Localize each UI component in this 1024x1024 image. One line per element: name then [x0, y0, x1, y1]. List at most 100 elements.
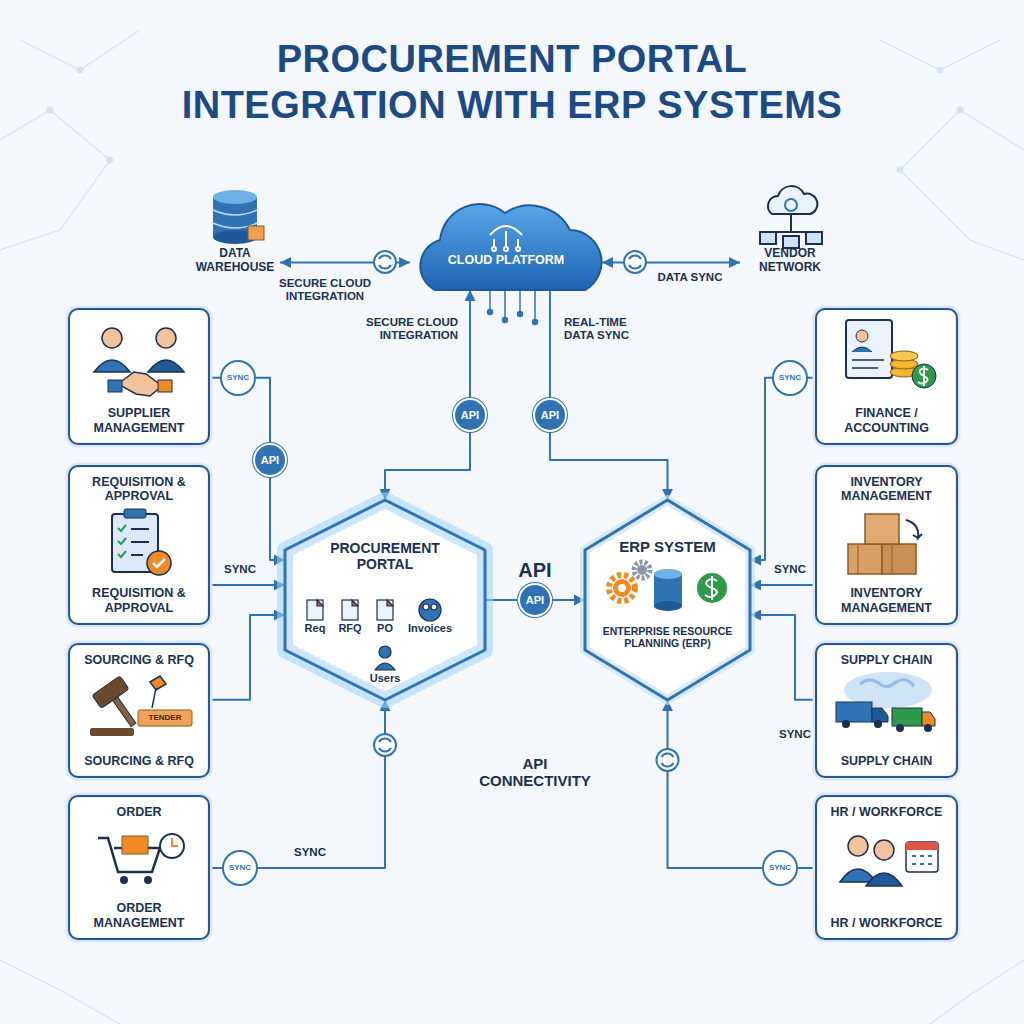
portal-icons: [307, 600, 323, 620]
cloud-fill: [516, 247, 520, 251]
sourcing-icon: [90, 728, 134, 736]
sync-symbol: [624, 251, 646, 273]
vendor-network-icon: [790, 214, 792, 232]
outline-path: [420, 204, 601, 290]
edge-label: DATA SYNC: [645, 271, 735, 284]
vendor-network-icon: [806, 232, 822, 244]
hr-icon: [906, 842, 938, 850]
portal-icons: [377, 600, 393, 620]
box-label: SUPPLY CHAIN: [841, 754, 933, 768]
hexagon-outline: [285, 500, 485, 700]
connector: [602, 261, 740, 263]
annotation: API: [253, 443, 287, 477]
annotation: TENDER: [147, 713, 184, 722]
node-heading: DATA WAREHOUSE: [190, 247, 280, 275]
order-icon: [172, 838, 178, 846]
text-slot: DATA WAREHOUSE: [190, 247, 280, 275]
data-warehouse-icon: [213, 190, 257, 204]
supplier-icon: [148, 360, 184, 372]
order-icon: [160, 834, 184, 858]
background-network: [20, 30, 140, 70]
vendor-network-icon: [760, 232, 776, 244]
sync-symbol: [657, 749, 679, 771]
hub-fill: [285, 500, 750, 700]
box-fill: [815, 308, 958, 445]
supplier-icon: [156, 328, 176, 348]
connector: [210, 615, 285, 700]
hr-icon: [912, 856, 932, 864]
edge-label: API: [533, 398, 567, 432]
cloud-wires: [488, 310, 493, 315]
sync-symbol: [629, 256, 641, 269]
edge-label: SYNC: [772, 360, 808, 396]
order-icon: [120, 876, 128, 884]
node-label: Invoices: [401, 622, 459, 635]
box-heading: SUPPLY CHAIN: [841, 653, 933, 667]
inventory-icon: [865, 514, 899, 544]
sourcing-icon: [150, 676, 166, 708]
inventory-icon: [906, 520, 922, 538]
cloud-wires: [503, 318, 508, 323]
cloud-fill: [492, 247, 496, 251]
process-box: SOURCING & RFQSOURCING & RFQ: [68, 643, 210, 778]
cloud-fill: [505, 231, 507, 247]
box-heading: HR / WORKFORCE: [831, 805, 943, 819]
sourcing-icon: [90, 676, 192, 736]
node-label: ENTERPRISE RESOURCE PLANNING (ERP): [598, 625, 738, 649]
box-heading: REQUISITION & APPROVAL: [76, 475, 202, 504]
box-fill: [815, 465, 958, 625]
cloud-fill: [420, 204, 601, 290]
supply-chain-icon: [842, 720, 850, 728]
supplier-icon: [108, 380, 122, 392]
supply-chain-icon: [836, 702, 872, 722]
cloud-wires: [504, 291, 506, 318]
hr-icon: [874, 840, 894, 860]
background-network: [107, 157, 113, 163]
box-label: ORDER MANAGEMENT: [76, 901, 202, 930]
hub-fill: [585, 500, 750, 700]
text-slot: ENTERPRISE RESOURCE PLANNING (ERP): [598, 625, 738, 649]
box-label: INVENTORY MANAGEMENT: [823, 586, 950, 615]
cloud-fill: [420, 204, 601, 290]
outline-path: [285, 500, 485, 700]
connector: [750, 584, 815, 586]
inventory-icon: [848, 514, 922, 574]
erp-icons: [637, 565, 647, 575]
edge-label: SYNC: [220, 360, 256, 396]
connector: [750, 615, 815, 700]
data-warehouse-icon: [248, 226, 264, 240]
node-heading: CLOUD PLATFORM: [421, 253, 591, 267]
edge-label: SYNC: [762, 850, 798, 886]
box-label: SOURCING & RFQ: [84, 754, 194, 768]
data-warehouse-icon: [213, 190, 264, 244]
finance-icon: [890, 351, 918, 361]
process-box: ORDERORDER MANAGEMENT: [68, 795, 210, 940]
edge-label: API: [453, 398, 487, 432]
supply-chain-icon: [922, 712, 935, 726]
supply-chain-icon: [860, 680, 914, 687]
finance-icon: [912, 364, 936, 388]
background-network: [937, 67, 943, 73]
portal-icons: [387, 600, 393, 606]
supply-chain-icon: [874, 720, 882, 728]
text-slot: Users: [360, 672, 410, 685]
requisition-icon: [112, 509, 171, 575]
text-slot: ERP SYSTEM: [603, 538, 733, 555]
annotation: API CONNECTIVITY: [475, 755, 595, 790]
erp-icons: [609, 575, 635, 601]
supply-chain-icon: [892, 708, 922, 726]
edge-label: SYNC: [777, 728, 813, 741]
vendor-network-icon: [760, 186, 822, 248]
erp-icons: [634, 562, 650, 578]
process-box: FINANCE / ACCOUNTING: [815, 308, 958, 445]
order-icon: [98, 834, 184, 884]
order-icon: [144, 876, 152, 884]
edge-label: SYNC: [222, 563, 258, 576]
portal-icons: [317, 600, 323, 606]
hr-icon: [848, 836, 868, 856]
box-heading: INVENTORY MANAGEMENT: [823, 475, 950, 504]
hr-icon: [866, 873, 902, 886]
erp-icons: [654, 569, 682, 579]
portal-icons: [431, 604, 437, 610]
